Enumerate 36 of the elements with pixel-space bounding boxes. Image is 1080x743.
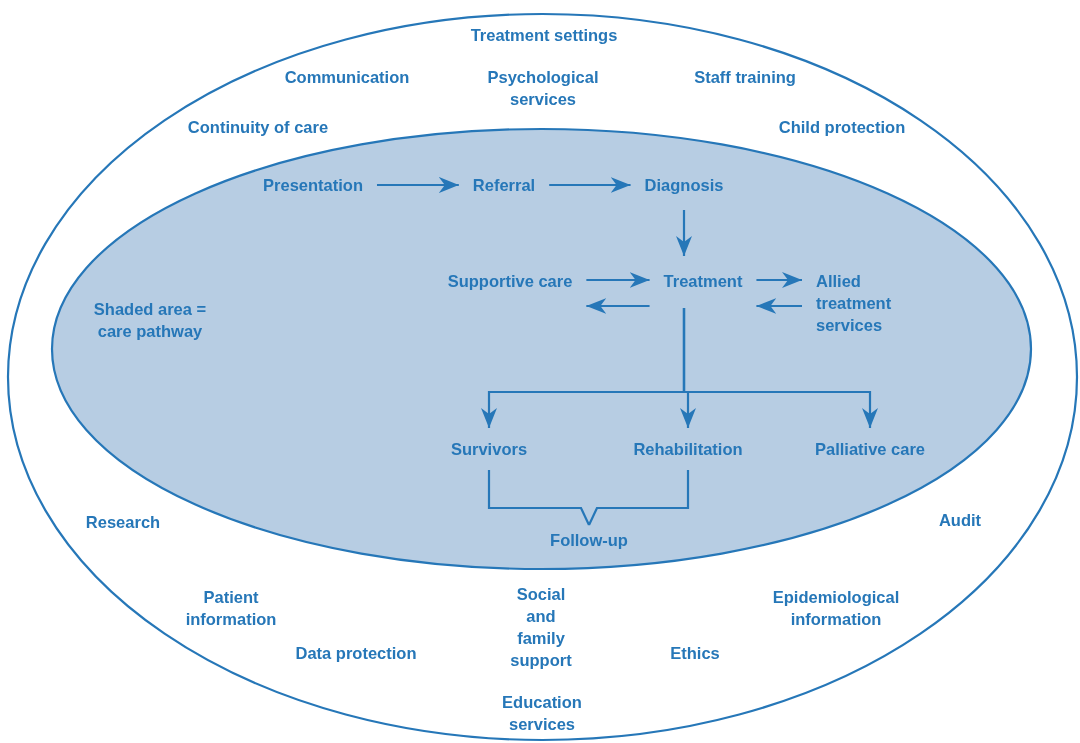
topic-label: Communication: [284, 67, 410, 88]
topic-label: Education services: [501, 692, 583, 735]
step-label: Supportive care: [447, 270, 573, 292]
outer-ellipse: [7, 13, 1078, 741]
bracket-line: [487, 470, 590, 526]
arrow: [586, 272, 650, 288]
topic-label: Epidemiological information: [771, 587, 901, 630]
step-label: Presentation: [263, 174, 363, 196]
arrow: [377, 177, 459, 193]
step-label: Referral: [472, 174, 536, 196]
topic-label: Data protection: [295, 643, 417, 664]
topic-label: Treatment settings: [470, 25, 618, 46]
arrow: [676, 210, 692, 256]
step-label: Diagnosis: [644, 174, 724, 196]
topic-label: Audit: [938, 510, 982, 531]
topic-label: Patient information: [184, 587, 278, 630]
arrow: [682, 308, 878, 428]
step-label: Follow-up: [550, 529, 628, 551]
topic-label: Psychological services: [486, 67, 600, 110]
step-label: Survivors: [450, 438, 528, 460]
bracket-line: [588, 470, 690, 526]
topic-label: Ethics: [670, 643, 720, 664]
topic-label: Social and family support: [509, 584, 573, 671]
arrow: [756, 272, 802, 288]
topic-label: Research: [85, 512, 161, 533]
step-label: Rehabilitation: [633, 438, 743, 460]
topic-label: Continuity of care: [187, 117, 329, 138]
step-label: Treatment: [663, 270, 743, 292]
topic-label: Staff training: [694, 67, 796, 88]
note-text: Shaded area = care pathway: [92, 299, 208, 342]
topic-label: Child protection: [778, 117, 906, 138]
arrow: [756, 298, 802, 314]
step-label: Allied treatment services: [816, 270, 916, 336]
step-label: Palliative care: [814, 438, 926, 460]
arrow: [549, 177, 631, 193]
arrow: [586, 298, 650, 314]
